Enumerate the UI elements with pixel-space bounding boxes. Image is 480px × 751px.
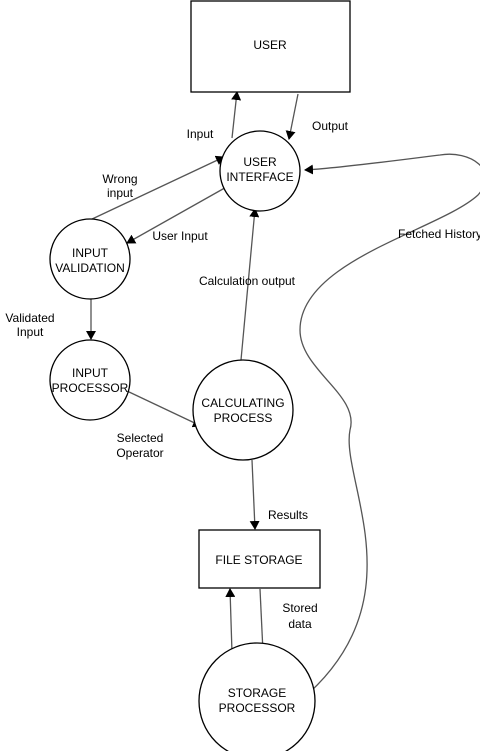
edge-stored-data (257, 588, 268, 653)
node-user-interface-circle (219, 130, 301, 212)
edge-label-calculation-output: Calculation output (199, 274, 296, 288)
edge-label-fetched-history: Fetched History (398, 227, 480, 241)
edge-label-results: Results (268, 508, 308, 522)
node-input-validation-label-line1: INPUT (72, 246, 109, 260)
edge-label-output: Output (312, 119, 349, 133)
node-input-validation-label-line2: VALIDATION (55, 261, 125, 275)
node-calculating-process-label-line2: PROCESS (214, 411, 273, 425)
edge-calculation-output (240, 208, 260, 361)
edges (86, 91, 480, 701)
node-input-processor-label-line2: PROCESSOR (52, 381, 129, 395)
node-storage-processor-label-line1: STORAGE (228, 686, 286, 700)
node-input-processor-label-line1: INPUT (72, 366, 109, 380)
edge-label-input: Input (187, 127, 214, 141)
edge-label-selected-operator-line1: Selected (117, 431, 164, 445)
edge-label-validated-input-line1: Validated (5, 311, 54, 325)
node-storage-processor-circle (198, 642, 316, 751)
node-user-interface-label-line1: USER (243, 155, 277, 169)
edge-label-stored-data-line2: data (288, 617, 312, 631)
edge-input (231, 91, 242, 139)
edge-label-wrong-input-line2: input (107, 186, 134, 200)
node-input-validation-circle (49, 218, 131, 300)
edge-output (285, 93, 299, 140)
node-file-storage-label: FILE STORAGE (215, 553, 302, 567)
node-storage-processor-label-line2: PROCESSOR (219, 701, 296, 715)
edge-user-input (126, 184, 231, 244)
edge-label-wrong-input-line1: Wrong (102, 172, 137, 186)
edge-label-validated-input-line2: Input (17, 325, 44, 339)
node-user-box (190, 0, 351, 93)
edge-fetched-history (299, 153, 480, 701)
edge-label-user-input: User Input (152, 229, 208, 243)
node-user-label: USER (253, 38, 287, 52)
node-calculating-process-label-line1: CALCULATING (201, 396, 284, 410)
node-user-interface-label-line2: INTERFACE (226, 170, 293, 184)
edge-labels: Input Output Wrong input User Input Vali… (5, 119, 480, 631)
edge-label-selected-operator-line2: Operator (116, 446, 163, 460)
nodes (49, 0, 351, 751)
edge-results (249, 459, 260, 530)
edge-selected-operator (126, 390, 202, 428)
node-calculating-process-circle (192, 359, 294, 461)
node-file-storage-box (198, 529, 321, 589)
edge-label-stored-data-line1: Stored (282, 601, 317, 615)
node-labels: USER USER INTERFACE INPUT VALIDATION INP… (52, 38, 303, 715)
node-input-processor-circle (49, 339, 131, 421)
edge-storage-to-file (225, 588, 236, 654)
edge-wrong-input (89, 155, 225, 221)
